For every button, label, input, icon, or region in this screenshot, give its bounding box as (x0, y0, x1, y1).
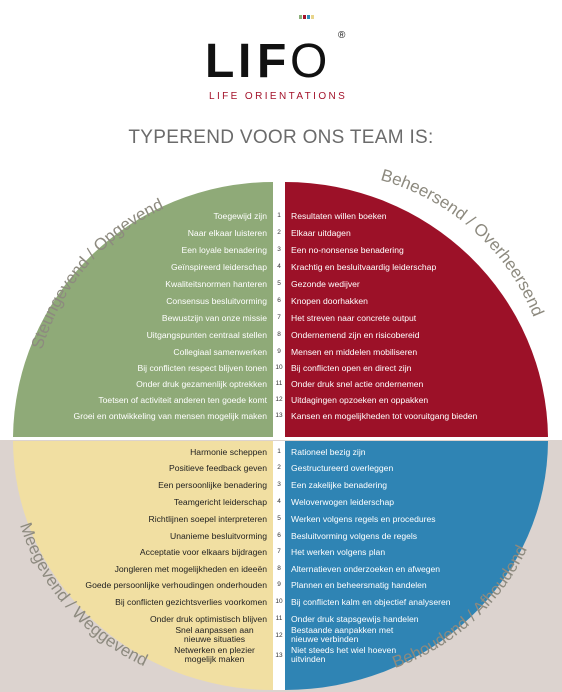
bottom-left-item: Netwerken en plezier mogelijk maken (174, 645, 255, 664)
top-right-item: Onder druk snel actie ondernemen (291, 379, 424, 389)
bottom-right-item: Het werken volgens plan (291, 547, 386, 557)
bottom-right-item: Bestaande aanpakken met nieuwe verbinden (291, 625, 394, 644)
center-strip-bottom (273, 441, 285, 690)
top-left-item: Bewustzijn van onze missie (161, 313, 267, 323)
bottom-right-item: Bij conflicten kalm en objectief analyse… (291, 597, 451, 607)
top-item-number: 10 (275, 364, 283, 371)
top-right-item: Bij conflicten open en direct zijn (291, 363, 412, 373)
logo-letter-o: O (290, 35, 328, 88)
top-item-number: 13 (275, 412, 283, 419)
bottom-right-item: Werken volgens regels en procedures (291, 514, 436, 524)
top-item-number: 11 (275, 380, 283, 387)
bottom-left-item: Goede persoonlijke verhoudingen onderhou… (85, 580, 267, 590)
quadrant-bottom-left (13, 441, 273, 690)
bottom-left-item: Richtlijnen soepel interpreteren (148, 514, 267, 524)
top-right-item: Mensen en middelen mobiliseren (291, 347, 418, 357)
bottom-right-item: Onder druk stapsgewijs handelen (291, 614, 419, 624)
top-right-item: Het streven naar concrete output (291, 313, 417, 323)
bottom-item-number: 11 (275, 615, 283, 622)
top-right-item: Een no-nonsense benadering (291, 245, 404, 255)
bottom-item-number: 6 (277, 532, 281, 539)
top-item-number: 9 (277, 348, 281, 355)
bottom-item-number: 8 (277, 565, 281, 572)
logo-tagline: LIFE ORIENTATIONS (209, 91, 348, 102)
bottom-left-item: Jongleren met mogelijkheden en ideeën (114, 564, 267, 574)
bottom-right-item: Rationeel bezig zijn (291, 447, 366, 457)
bottom-item-number: 10 (275, 598, 283, 605)
bottom-left-item: Een persoonlijke benadering (158, 480, 267, 490)
top-item-number: 8 (277, 331, 281, 338)
top-left-item: Onder druk gezamenlijk optrekken (136, 379, 267, 389)
bottom-right-item: Plannen en beheersmatig handelen (291, 580, 427, 590)
bottom-right-item: Alternatieven onderzoeken en afwegen (291, 564, 441, 574)
top-right-item: Gezonde wedijver (291, 279, 360, 289)
top-item-number: 5 (277, 280, 281, 287)
top-item-number: 1 (277, 212, 281, 219)
top-left-item: Uitgangspunten centraal stellen (146, 330, 267, 340)
bottom-right-item: Niet steeds het wiel hoeven uitvinden (291, 645, 397, 664)
quadrant-top-left (13, 182, 273, 437)
bottom-left-item: Onder druk optimistisch blijven (149, 614, 267, 624)
bottom-item-number: 12 (275, 632, 283, 639)
logo-letter-i: I (238, 35, 252, 88)
top-item-number: 3 (277, 246, 281, 253)
logo-letter-l: L (205, 35, 235, 88)
bottom-item-number: 1 (277, 448, 281, 455)
page-title: TYPEREND VOOR ONS TEAM IS: (128, 127, 434, 148)
top-item-number: 4 (277, 263, 281, 270)
top-item-number: 12 (275, 396, 283, 403)
top-item-number: 6 (277, 297, 281, 304)
registered-mark: ® (338, 30, 346, 41)
bottom-left-item: Unanieme besluitvorming (170, 531, 267, 541)
top-item-number: 7 (277, 314, 281, 321)
bottom-right-item: Weloverwogen leiderschap (291, 497, 395, 507)
top-left-item: Een loyale benadering (181, 245, 267, 255)
top-right-item: Elkaar uitdagen (291, 228, 351, 238)
top-left-item: Geïnspireerd leiderschap (170, 262, 267, 272)
top-right-item: Kansen en mogelijkheden tot vooruitgang … (291, 411, 478, 421)
quadrant-top-right (285, 182, 548, 437)
top-left-item: Naar elkaar luisteren (187, 228, 267, 238)
bottom-right-item: Besluitvorming volgens de regels (291, 531, 418, 541)
top-left-item: Toetsen of activiteit anderen ten goede … (98, 395, 267, 405)
bottom-item-number: 3 (277, 481, 281, 488)
top-left-item: Consensus besluitvorming (166, 296, 267, 306)
top-right-item: Krachtig en besluitvaardig leiderschap (291, 262, 437, 272)
top-right-item: Ondernemend zijn en risicobereid (291, 330, 420, 340)
bottom-left-item: Acceptatie voor elkaars bijdragen (139, 547, 267, 557)
top-left-item: Kwaliteitsnormen hanteren (165, 279, 267, 289)
top-right-item: Knopen doorhakken (291, 296, 368, 306)
bottom-item-number: 9 (277, 581, 281, 588)
top-left-item: Toegewijd zijn (213, 211, 267, 221)
bottom-item-number: 5 (277, 515, 281, 522)
bottom-left-item: Snel aanpassen aan nieuwe situaties (175, 625, 254, 644)
top-left-item: Collegiaal samenwerken (173, 347, 267, 357)
bottom-item-number: 4 (277, 498, 281, 505)
center-strip-top (273, 182, 285, 437)
lifo-logo: L I F O ® LIFE ORIENTATIONS (205, 20, 365, 110)
top-right-item: Resultaten willen boeken (291, 211, 387, 221)
bottom-item-number: 7 (277, 548, 281, 555)
bottom-left-item: Bij conflicten gezichtsverlies voorkomen (115, 597, 267, 607)
top-right-item: Uitdagingen opzoeken en oppakken (291, 395, 429, 405)
bottom-left-item: Harmonie scheppen (190, 447, 267, 457)
bottom-right-item: Een zakelijke benadering (291, 480, 388, 490)
bottom-item-number: 13 (275, 652, 283, 659)
top-left-item: Groei en ontwikkeling van mensen mogelij… (73, 411, 267, 421)
bottom-item-number: 2 (277, 464, 281, 471)
bottom-left-item: Positieve feedback geven (169, 463, 267, 473)
logo-color-bars (299, 15, 314, 19)
quadrant-bottom-right (285, 441, 548, 690)
top-left-item: Bij conflicten respect blijven tonen (137, 363, 267, 373)
top-item-number: 2 (277, 229, 281, 236)
bottom-left-item: Teamgericht leiderschap (173, 497, 267, 507)
bottom-right-item: Gestructureerd overleggen (291, 463, 394, 473)
logo-letter-f: F (257, 35, 287, 88)
